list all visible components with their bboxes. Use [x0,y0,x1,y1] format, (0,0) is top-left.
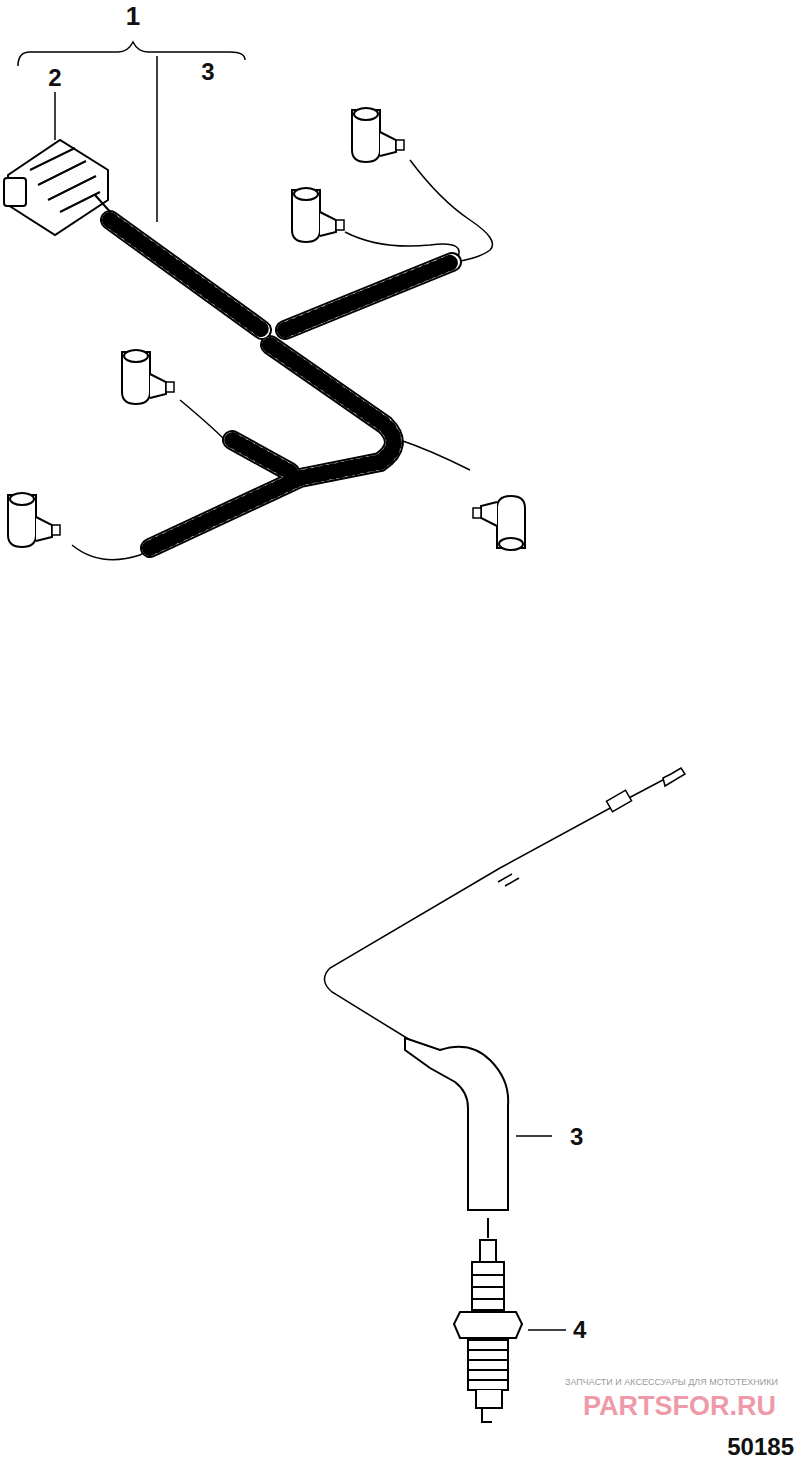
callout-number: 4 [573,1318,586,1342]
wire [72,160,678,1040]
plug-wire [405,768,685,1210]
spark-boot [352,108,404,162]
callout-number: 2 [48,66,61,90]
spark-boot [8,493,60,547]
callout-number: 1 [126,3,140,29]
figure-number: 50185 [727,1435,794,1459]
spark-boot [122,350,174,404]
watermark: PARTSFOR.RU [583,1393,776,1420]
harness-loom [110,220,452,548]
callout-number: 3 [201,60,214,84]
callout-number: 3 [570,1125,583,1149]
leader-line [516,1136,566,1330]
spark-boot [473,496,525,550]
spark-plug [454,1218,522,1422]
spark-boot [292,188,344,242]
watermark: ЗАПЧАСТИ И АКСЕССУАРЫ ДЛЯ МОТОТЕХНИКИ [565,1378,778,1387]
